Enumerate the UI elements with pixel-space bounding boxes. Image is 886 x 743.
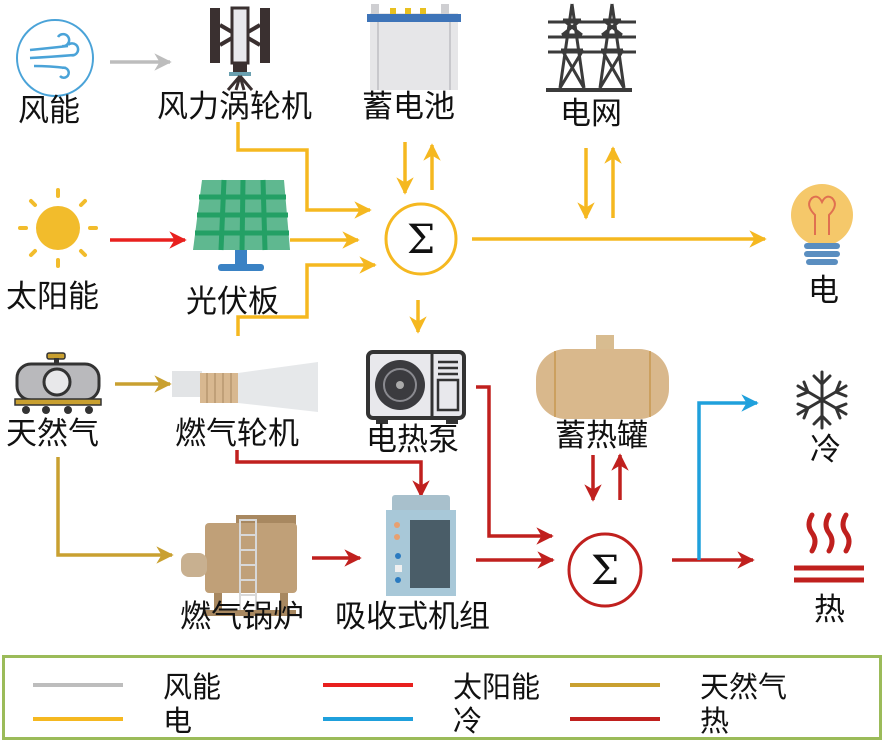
flow-turbine-to-absorption (235, 450, 430, 498)
wind-turbine-icon (210, 6, 270, 91)
flow-to-cooling (697, 394, 759, 560)
label-cooling: 冷 (810, 432, 841, 468)
power-tower-icon (546, 3, 636, 92)
label-wind-turbine: 风力涡轮机 (157, 89, 312, 125)
solar-panel-icon (193, 179, 290, 271)
flow-heatpump-to-sum (476, 385, 554, 545)
legend-swatch (33, 683, 123, 687)
label-wind-energy: 风能 (18, 93, 80, 129)
label-gas-boiler: 燃气锅炉 (180, 599, 304, 635)
legend-label: 天然气 (700, 670, 788, 704)
heat-pump-icon (366, 350, 466, 424)
legend: 风能 太阳能 天然气 电 冷 热 (2, 655, 882, 740)
electricity-sum-node: Σ (384, 202, 458, 276)
light-bulb-icon (791, 184, 853, 265)
flow-gas-to-boiler (56, 457, 174, 564)
legend-swatch (570, 717, 660, 721)
legend-label: 电 (163, 704, 193, 738)
label-grid: 电网 (560, 96, 622, 132)
snowflake-icon (796, 370, 848, 430)
legend-swatch (570, 683, 660, 687)
wind-icon (16, 19, 94, 97)
label-heat-storage: 蓄热罐 (555, 418, 648, 454)
legend-item-electricity: 电 (33, 702, 192, 738)
legend-swatch (323, 683, 413, 687)
gas-turbine-icon (172, 362, 318, 412)
sun-icon (18, 188, 98, 268)
flow-gt-to-sum (236, 256, 377, 336)
label-solar-energy: 太阳能 (6, 279, 99, 315)
label-heat: 热 (814, 592, 845, 628)
legend-label: 热 (700, 704, 730, 738)
label-electricity: 电 (808, 273, 839, 309)
boiler-icon (181, 515, 297, 616)
legend-item-gas: 天然气 (570, 668, 787, 704)
label-gas-turbine: 燃气轮机 (175, 416, 299, 452)
heat-waves-icon (794, 512, 864, 583)
battery-icon (367, 4, 461, 90)
gas-tank-icon (14, 352, 102, 414)
legend-item-cooling: 冷 (323, 702, 482, 738)
legend-label: 太阳能 (453, 670, 541, 704)
flow-turbine-to-sum (236, 122, 372, 219)
label-natural-gas: 天然气 (6, 416, 99, 452)
legend-item-heat: 热 (570, 702, 729, 738)
legend-item-wind: 风能 (33, 668, 221, 704)
heat-sum-node: Σ (567, 532, 643, 608)
sum-symbol: Σ (591, 548, 619, 594)
label-absorption-unit: 吸收式机组 (335, 599, 490, 635)
sum-symbol: Σ (407, 217, 435, 263)
legend-label: 风能 (163, 670, 222, 704)
legend-swatch (33, 717, 123, 721)
legend-item-solar: 太阳能 (323, 668, 540, 704)
storage-tank-icon (536, 335, 669, 419)
legend-swatch (323, 717, 413, 721)
label-heat-pump: 电热泵 (366, 422, 459, 458)
label-battery: 蓄电池 (362, 89, 455, 125)
legend-label: 冷 (453, 704, 483, 738)
label-pv-panel: 光伏板 (186, 284, 279, 320)
absorption-chiller-icon (386, 495, 456, 596)
